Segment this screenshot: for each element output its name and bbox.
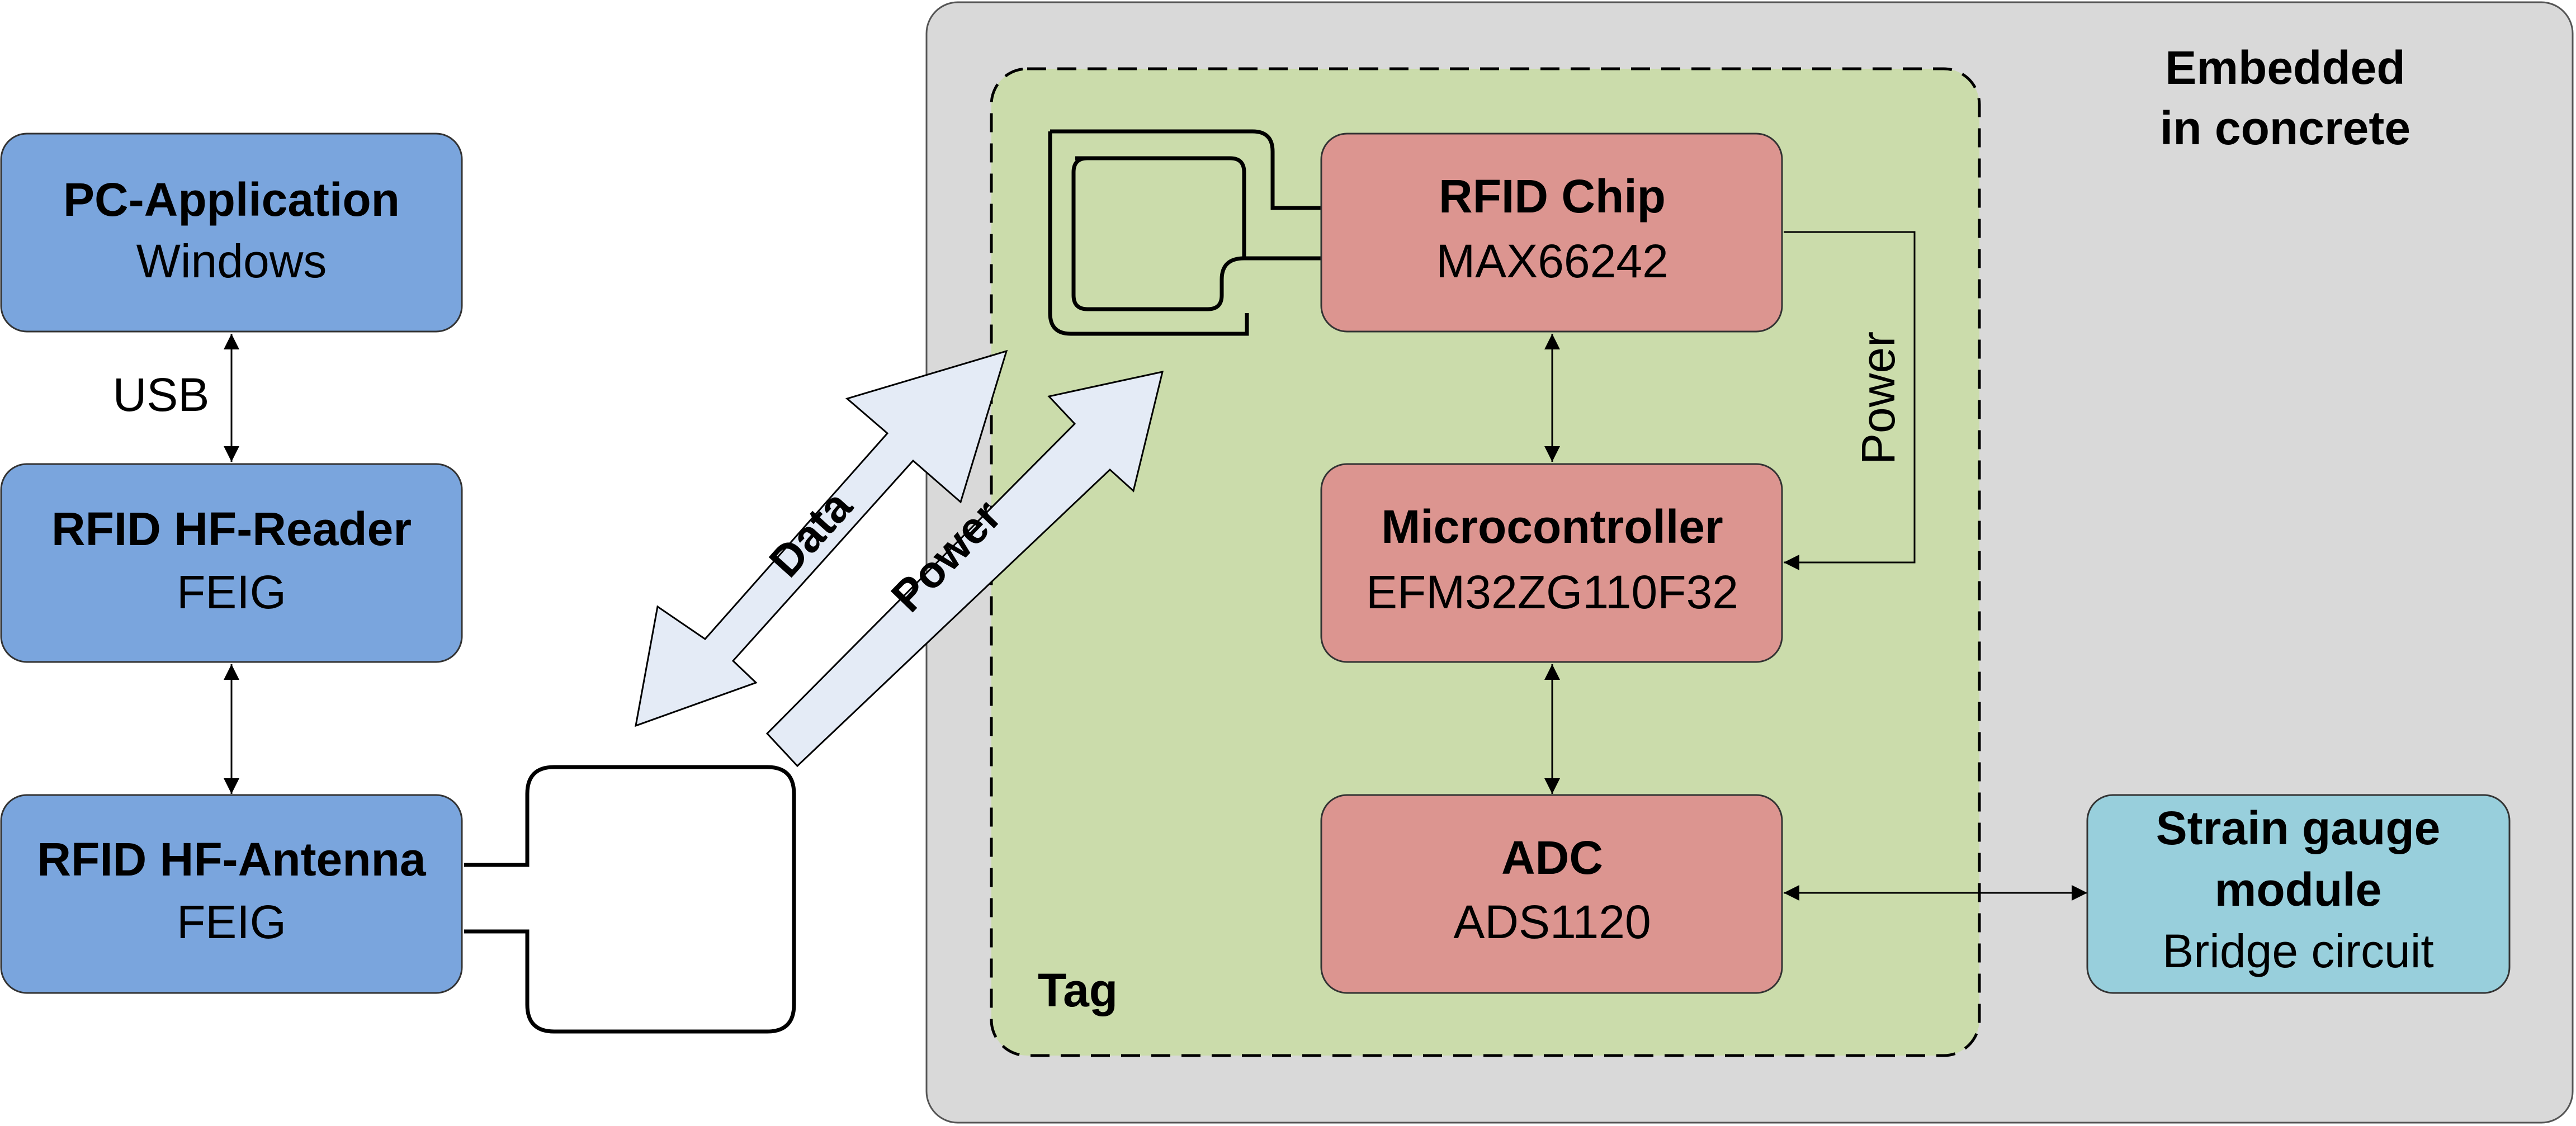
- strain-gauge-module-block: Strain gauge module Bridge circuit: [2086, 794, 2511, 994]
- rfid-hf-antenna-block: RFID HF-Antenna FEIG: [0, 794, 463, 994]
- pc-application-subtitle: Windows: [136, 235, 327, 287]
- microcontroller-block: Microcontroller EFM32ZG110F32: [1320, 463, 1783, 663]
- concrete-region-label-line2: in concrete: [2160, 102, 2410, 154]
- reader-antenna-loop-icon: [464, 765, 796, 1034]
- strain-gauge-subtitle: Bridge circuit: [2162, 925, 2434, 977]
- usb-label: USB: [113, 368, 210, 421]
- rfid-hf-reader-block: RFID HF-Reader FEIG: [0, 463, 463, 663]
- power-link-label: Power: [1852, 332, 1904, 465]
- rfid-chip-block: RFID Chip MAX66242: [1320, 133, 1783, 333]
- chip-mcu-power-link: [1784, 231, 1916, 570]
- rfid-hf-antenna-title: RFID HF-Antenna: [37, 833, 427, 886]
- microcontroller-title: Microcontroller: [1381, 500, 1723, 553]
- rfid-chip-subtitle: MAX66242: [1436, 235, 1669, 287]
- concrete-region-label-line1: Embedded: [2165, 41, 2405, 94]
- microcontroller-subtitle: EFM32ZG110F32: [1366, 566, 1738, 618]
- pc-application-block: PC-Application Windows: [0, 133, 463, 333]
- pc-application-title: PC-Application: [63, 173, 400, 226]
- tag-label: Tag: [1038, 964, 1118, 1016]
- tag-coil-antenna-icon: [1048, 129, 1321, 336]
- rfid-chip-title: RFID Chip: [1439, 170, 1666, 223]
- rfid-hf-antenna-subtitle: FEIG: [177, 896, 286, 948]
- adc-subtitle: ADS1120: [1453, 896, 1651, 948]
- strain-gauge-title-line1: Strain gauge: [2156, 802, 2441, 854]
- strain-gauge-title-line2: module: [2215, 863, 2382, 916]
- adc-title: ADC: [1501, 831, 1603, 884]
- rfid-hf-reader-title: RFID HF-Reader: [51, 503, 412, 555]
- adc-block: ADC ADS1120: [1320, 794, 1783, 994]
- rfid-hf-reader-subtitle: FEIG: [177, 566, 286, 618]
